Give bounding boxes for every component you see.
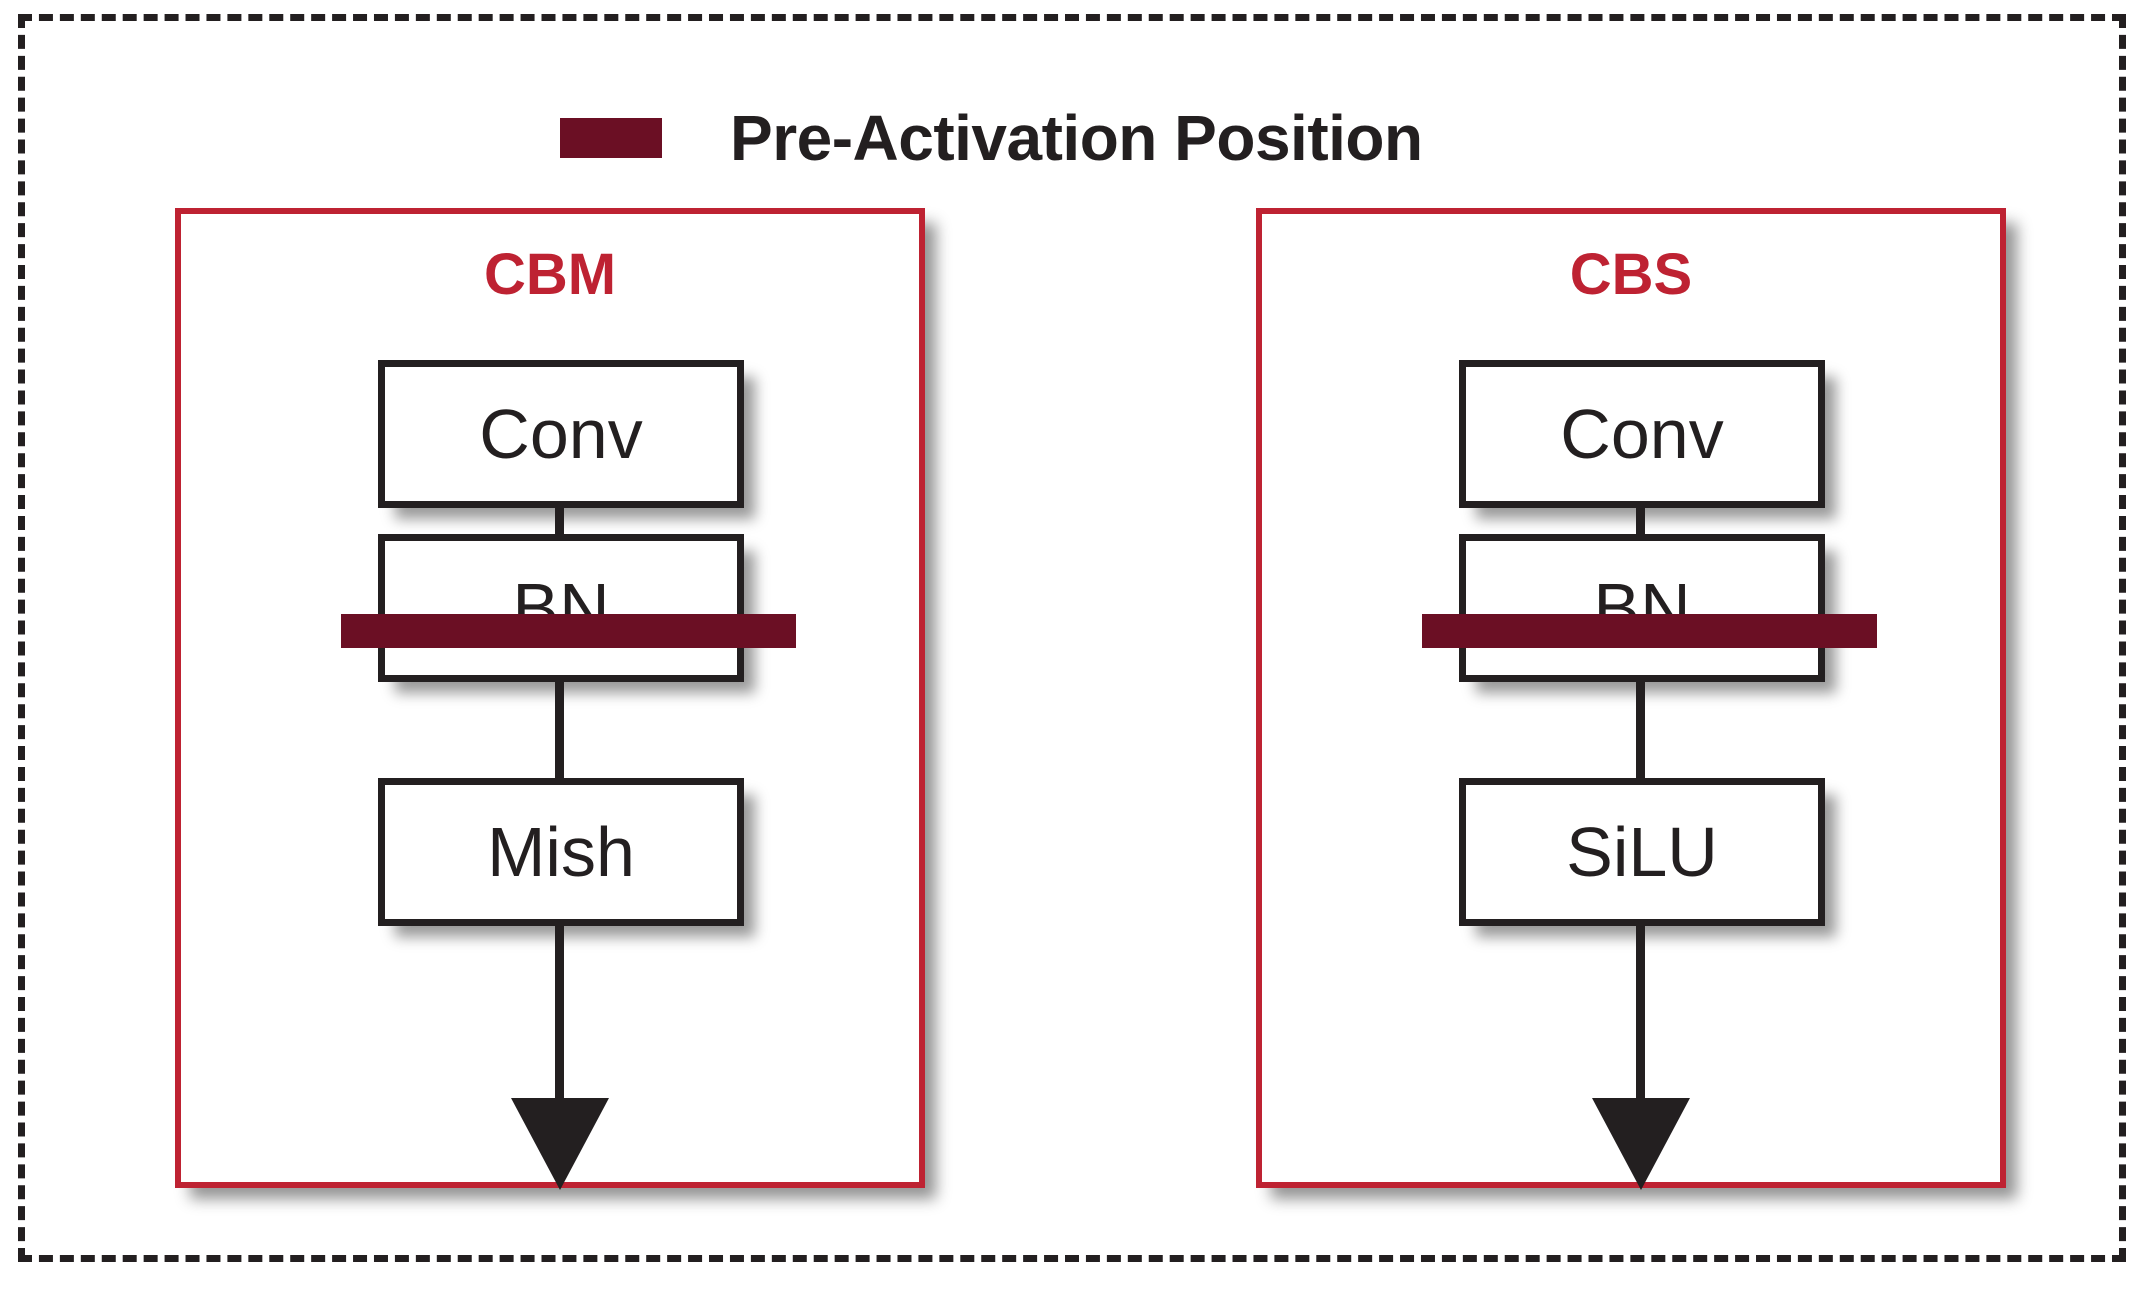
node-label: Conv bbox=[1560, 395, 1724, 473]
node-label: Mish bbox=[487, 813, 635, 891]
preactivation-bar-cbm bbox=[341, 614, 796, 648]
legend: Pre-Activation Position bbox=[560, 98, 1423, 178]
outer-dashed-frame bbox=[18, 14, 2126, 1262]
connector-conv-to-bn-cbm bbox=[555, 504, 564, 538]
group-title-cbm: CBM bbox=[483, 242, 617, 307]
node-bn-cbm: BN bbox=[378, 534, 744, 682]
group-cbm: CBM Conv BN Mish bbox=[175, 208, 925, 1190]
node-conv-cbm: Conv bbox=[378, 360, 744, 508]
connector-bn-to-activation-cbm bbox=[555, 678, 564, 782]
output-arrow-shaft-cbs bbox=[1636, 920, 1645, 1110]
node-silu-cbs: SiLU bbox=[1459, 778, 1825, 926]
node-mish-cbm: Mish bbox=[378, 778, 744, 926]
group-title-cbs: CBS bbox=[1569, 242, 1693, 307]
output-arrow-head-icon-cbs bbox=[1592, 1098, 1690, 1190]
legend-swatch-preactivation bbox=[560, 118, 662, 158]
connector-bn-to-activation-cbs bbox=[1636, 678, 1645, 782]
output-arrow-shaft-cbm bbox=[555, 920, 564, 1110]
flow-diagram-cbs: Conv BN SiLU bbox=[1262, 214, 2000, 1190]
output-arrow-head-icon-cbm bbox=[511, 1098, 609, 1190]
node-conv-cbs: Conv bbox=[1459, 360, 1825, 508]
connector-conv-to-bn-cbs bbox=[1636, 504, 1645, 538]
preactivation-bar-cbs bbox=[1422, 614, 1877, 648]
node-bn-cbs: BN bbox=[1459, 534, 1825, 682]
node-label: SiLU bbox=[1566, 813, 1718, 891]
group-cbs: CBS Conv BN SiLU bbox=[1256, 208, 2006, 1190]
legend-label: Pre-Activation Position bbox=[730, 102, 1423, 174]
flow-diagram-cbm: Conv BN Mish bbox=[181, 214, 919, 1190]
node-label: Conv bbox=[479, 395, 643, 473]
